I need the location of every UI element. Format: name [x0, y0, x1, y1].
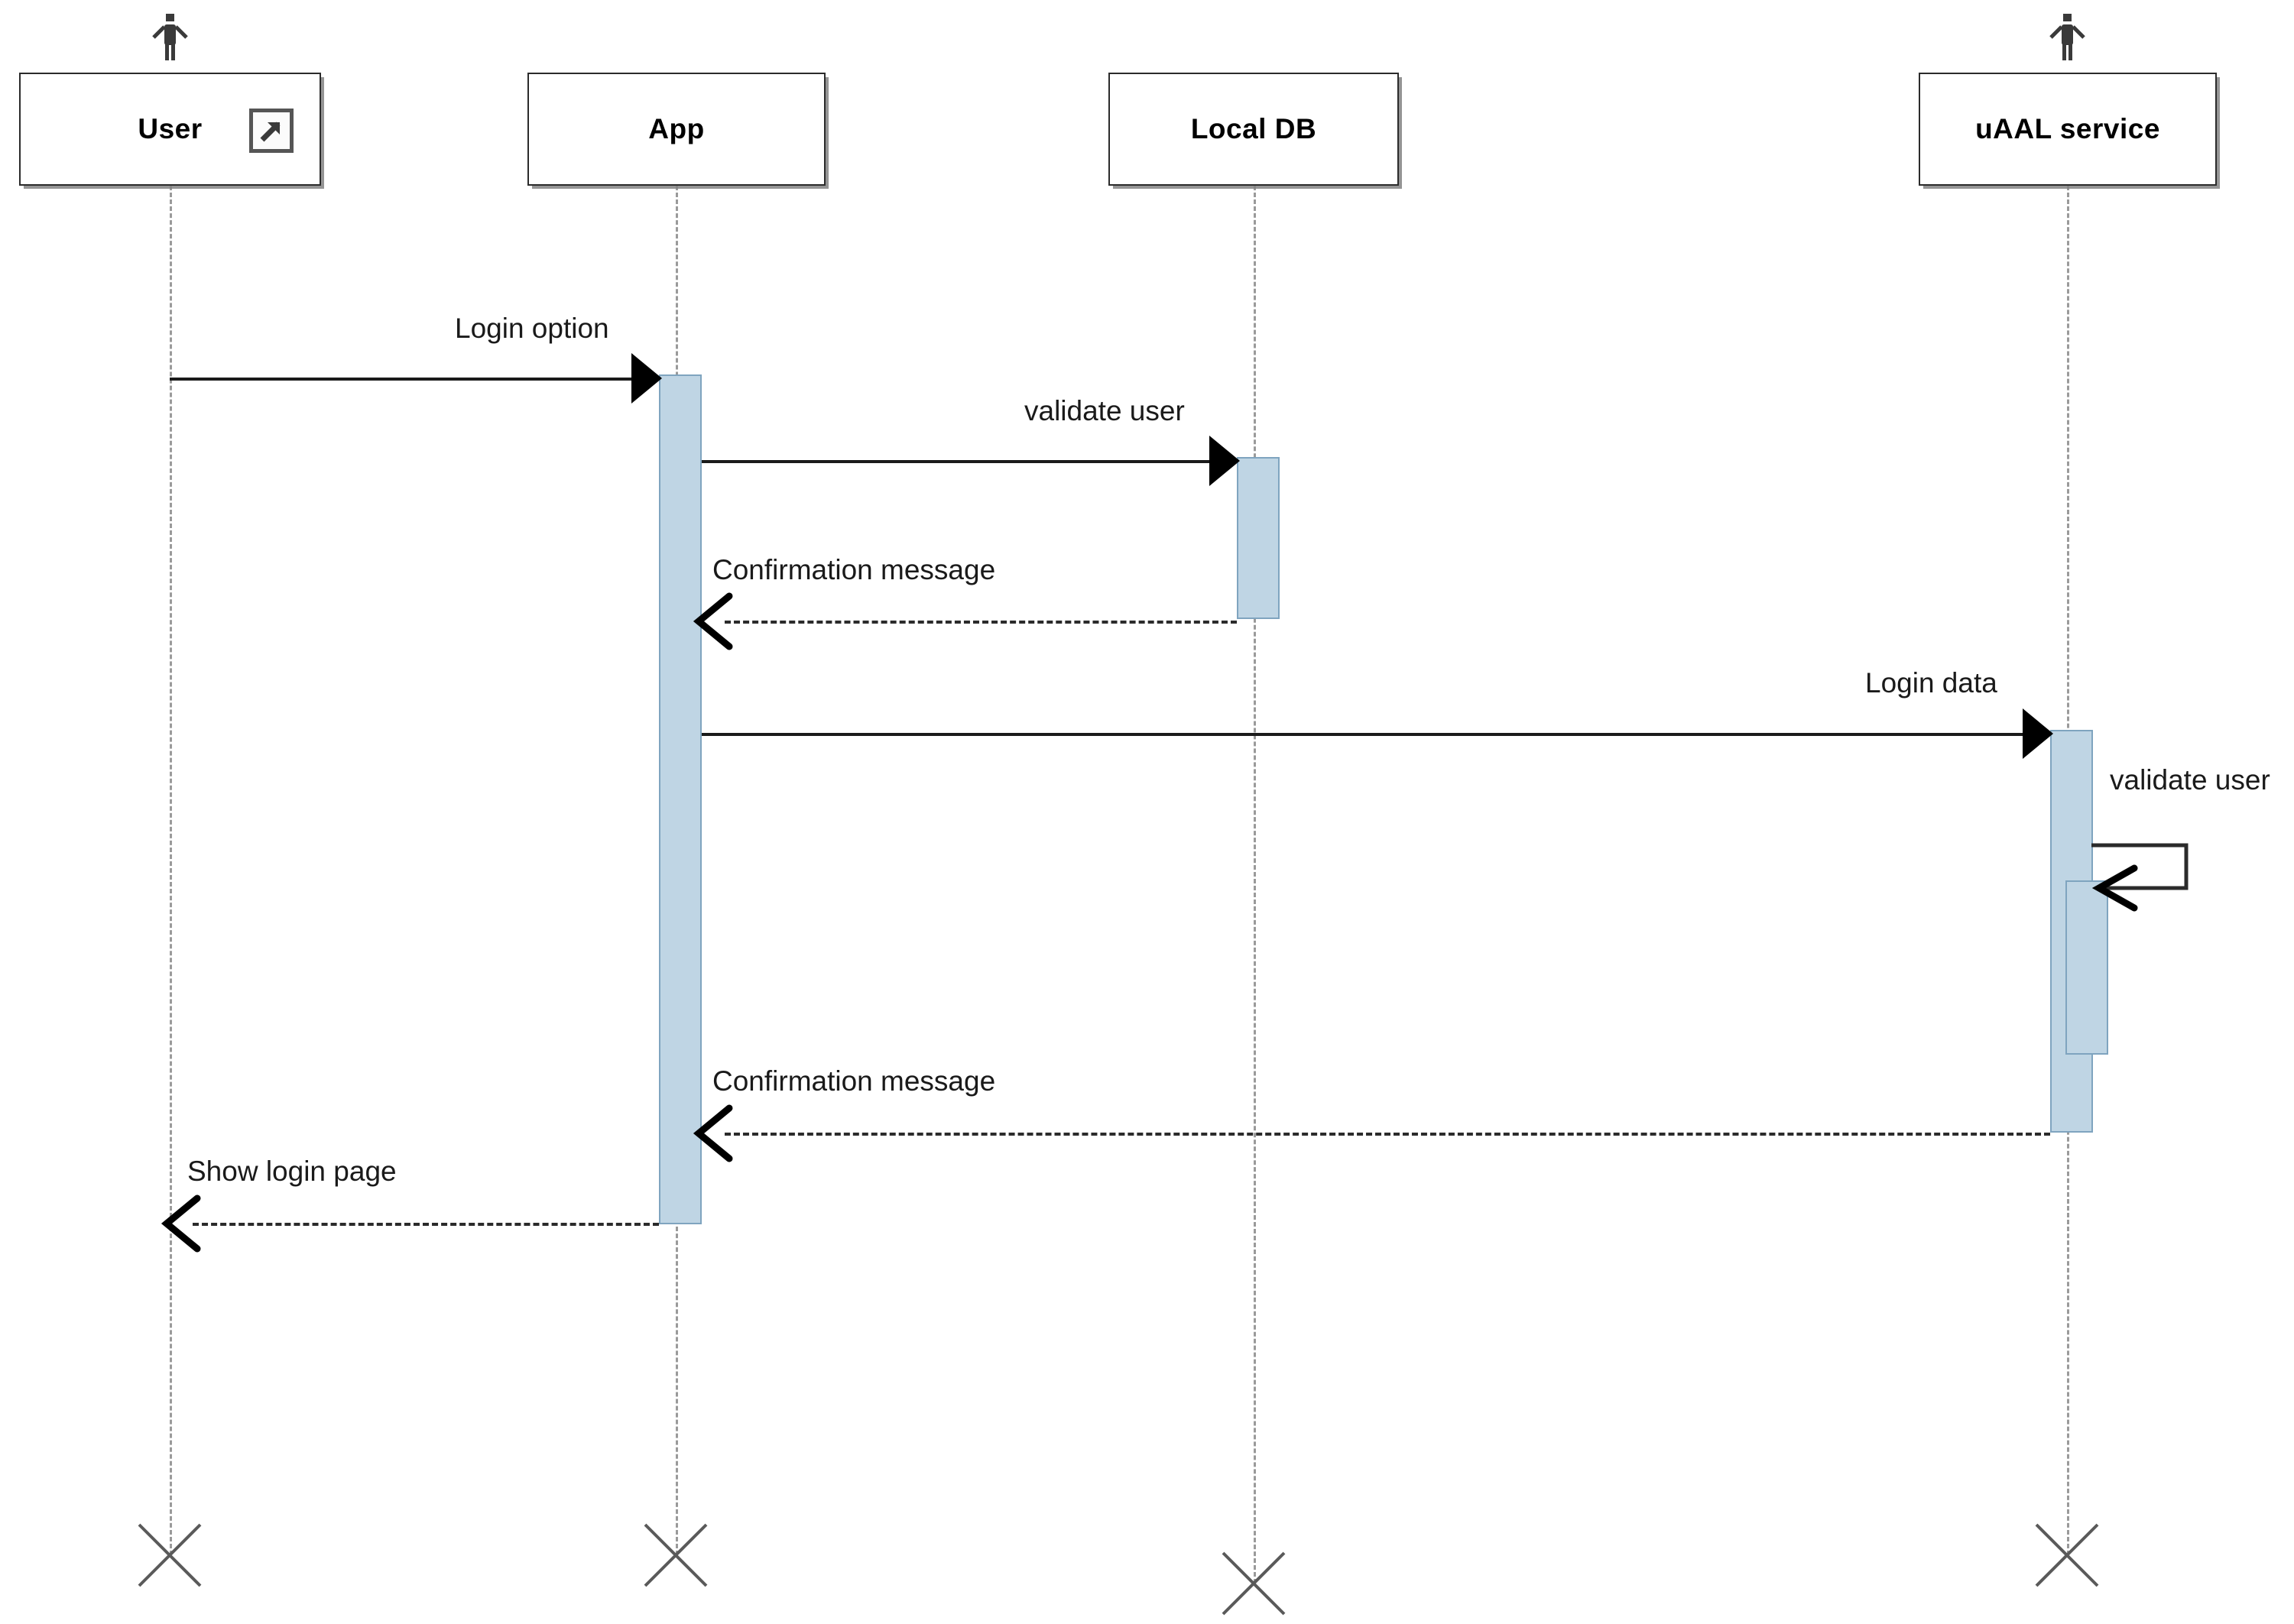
- lifeline-label-uaal: uAAL service: [1975, 113, 2160, 144]
- arrowhead-filled-login-option: [631, 353, 665, 404]
- actor-stick-figure-icon-user: [149, 14, 190, 67]
- destruction-cross-icon-user: [135, 1521, 204, 1590]
- destruction-cross-icon-app: [641, 1521, 710, 1590]
- message-label-login-option: Login option: [455, 313, 609, 344]
- lifeline-head-user[interactable]: User: [19, 73, 321, 186]
- message-label-validate-user-uaal: validate user: [2110, 764, 2270, 796]
- actor-stick-figure-icon-uaal: [2046, 14, 2088, 67]
- lifeline-localdb: [1254, 186, 1256, 1583]
- activation-bar-uaal-inner[interactable]: [2065, 880, 2108, 1055]
- lifeline-head-app[interactable]: App: [527, 73, 826, 186]
- arrowhead-filled-login-data: [2023, 708, 2056, 759]
- activation-bar-app[interactable]: [659, 374, 702, 1224]
- destruction-cross-icon-uaal: [2033, 1521, 2101, 1590]
- message-line-confirmation-db: [725, 621, 1237, 624]
- message-label-confirmation-uaal: Confirmation message: [712, 1065, 996, 1097]
- external-link-icon[interactable]: [249, 109, 294, 153]
- lifeline-head-localdb[interactable]: Local DB: [1108, 73, 1399, 186]
- message-label-login-data: Login data: [1865, 667, 1997, 699]
- arrowhead-open-show-login-page: [161, 1194, 201, 1253]
- message-selfcall-validate-user-uaal: [2091, 841, 2244, 925]
- lifeline-label-user: User: [138, 113, 203, 144]
- lifeline-label-app: App: [648, 113, 705, 144]
- message-line-login-option: [170, 378, 634, 381]
- message-label-show-login-page: Show login page: [187, 1156, 397, 1187]
- lifeline-head-uaal[interactable]: uAAL service: [1919, 73, 2217, 186]
- arrowhead-open-confirmation-db: [693, 592, 733, 650]
- arrowhead-open-confirmation-uaal: [693, 1104, 733, 1162]
- message-label-validate-user-db: validate user: [1024, 395, 1185, 426]
- arrowhead-filled-validate-user-db: [1209, 436, 1243, 486]
- message-line-show-login-page: [193, 1223, 659, 1226]
- lifeline-label-localdb: Local DB: [1190, 113, 1317, 144]
- message-line-confirmation-uaal: [725, 1133, 2050, 1136]
- message-line-login-data: [702, 733, 2026, 736]
- lifeline-user: [170, 186, 172, 1555]
- message-label-confirmation-db: Confirmation message: [712, 554, 996, 585]
- activation-bar-localdb[interactable]: [1237, 457, 1280, 619]
- message-line-validate-user-db: [702, 460, 1212, 463]
- destruction-cross-icon-localdb: [1219, 1549, 1288, 1618]
